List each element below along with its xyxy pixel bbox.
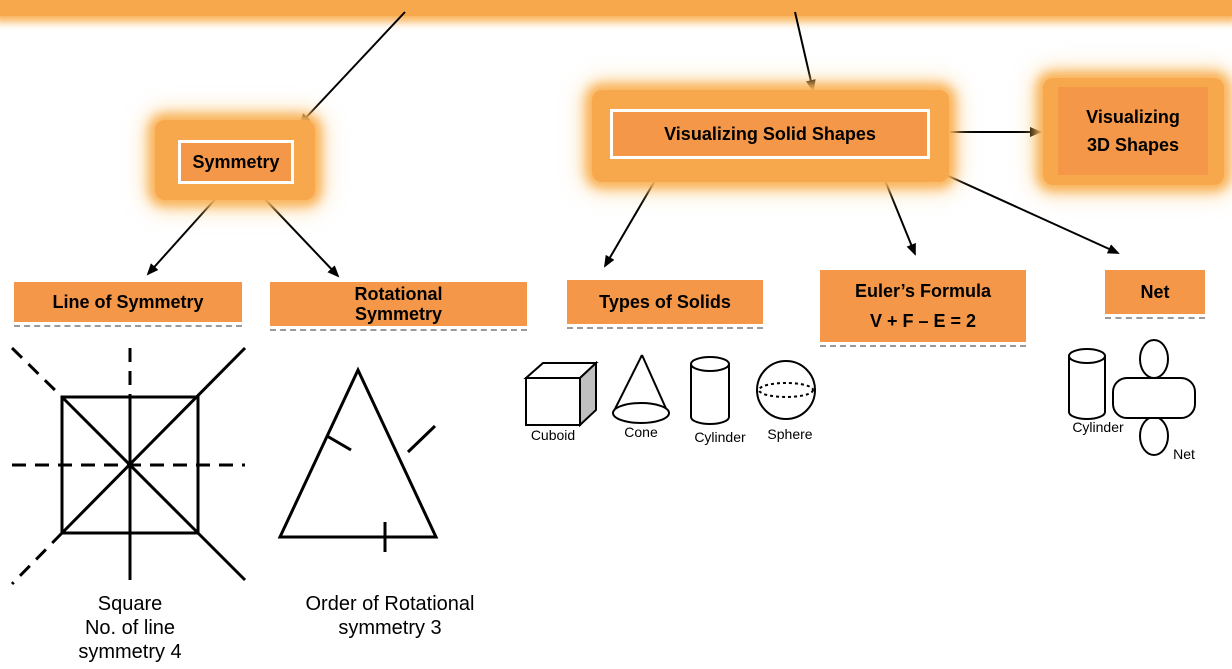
top-banner-edge: [0, 0, 1232, 16]
cylinder-figure: [690, 356, 730, 425]
line-of-symmetry-box: Line of Symmetry: [14, 282, 242, 327]
cone-figure: [612, 354, 670, 424]
euler-formula-equation: V + F – E = 2: [869, 311, 977, 331]
square-caption-line-1: Square: [97, 593, 163, 615]
square-caption-line-2: No. of line: [84, 617, 176, 639]
arrow-top-to-solid-shapes: [794, 11, 816, 92]
arrow-solid-to-net: [921, 163, 1120, 254]
solid-shapes-label: Visualizing Solid Shapes: [664, 123, 876, 144]
cylinder-caption: Cylinder: [694, 429, 746, 445]
euler-formula-box: Euler’s Formula V + F – E = 2: [820, 270, 1026, 347]
triangle-rotational-figure: [277, 366, 439, 552]
net-box: Net: [1105, 270, 1205, 319]
square-caption: Square No. of line symmetry 4: [40, 592, 220, 664]
rotational-symmetry-label-2: Symmetry: [354, 304, 443, 324]
arrow-symmetry-to-rotational: [261, 195, 340, 278]
cuboid-caption: Cuboid: [530, 427, 576, 443]
arrow-solid-to-euler: [879, 167, 916, 256]
net-cylinder-caption: Cylinder: [1072, 419, 1124, 435]
cone-caption: Cone: [624, 424, 658, 440]
rotational-symmetry-box: Rotational Symmetry: [270, 282, 527, 331]
rotational-caption-line-1: Order of Rotational: [305, 593, 475, 615]
net-caption: Net: [1173, 446, 1195, 462]
solid-shapes-node: Visualizing Solid Shapes: [610, 109, 930, 159]
cylinder-net-figure: [1112, 339, 1196, 456]
visualizing-3d-node: Visualizing 3D Shapes: [1058, 87, 1208, 175]
symmetry-label: Symmetry: [192, 151, 280, 172]
visualizing-3d-label-2: 3D Shapes: [1086, 135, 1180, 155]
cuboid-figure: [523, 360, 599, 428]
net-label: Net: [1140, 282, 1170, 302]
arrow-solid-to-types: [603, 171, 661, 268]
types-of-solids-box: Types of Solids: [567, 280, 763, 329]
sphere-caption: Sphere: [767, 426, 813, 442]
arrow-top-to-symmetry: [298, 11, 406, 126]
rotational-caption: Order of Rotational symmetry 3: [270, 592, 510, 640]
euler-formula-title: Euler’s Formula: [854, 281, 992, 301]
sphere-figure: [756, 360, 816, 420]
arrow-symmetry-to-line: [146, 195, 219, 276]
rotational-symmetry-label-1: Rotational: [354, 284, 443, 304]
symmetry-node: Symmetry: [178, 140, 294, 184]
square-symmetry-figure: [10, 346, 247, 586]
rotational-caption-line-2: symmetry 3: [338, 617, 442, 639]
visualizing-3d-label-1: Visualizing: [1086, 107, 1180, 127]
line-of-symmetry-label: Line of Symmetry: [52, 292, 204, 312]
types-of-solids-label: Types of Solids: [599, 292, 731, 312]
square-caption-line-3: symmetry 4: [78, 641, 182, 663]
net-cylinder-figure: [1068, 348, 1106, 420]
